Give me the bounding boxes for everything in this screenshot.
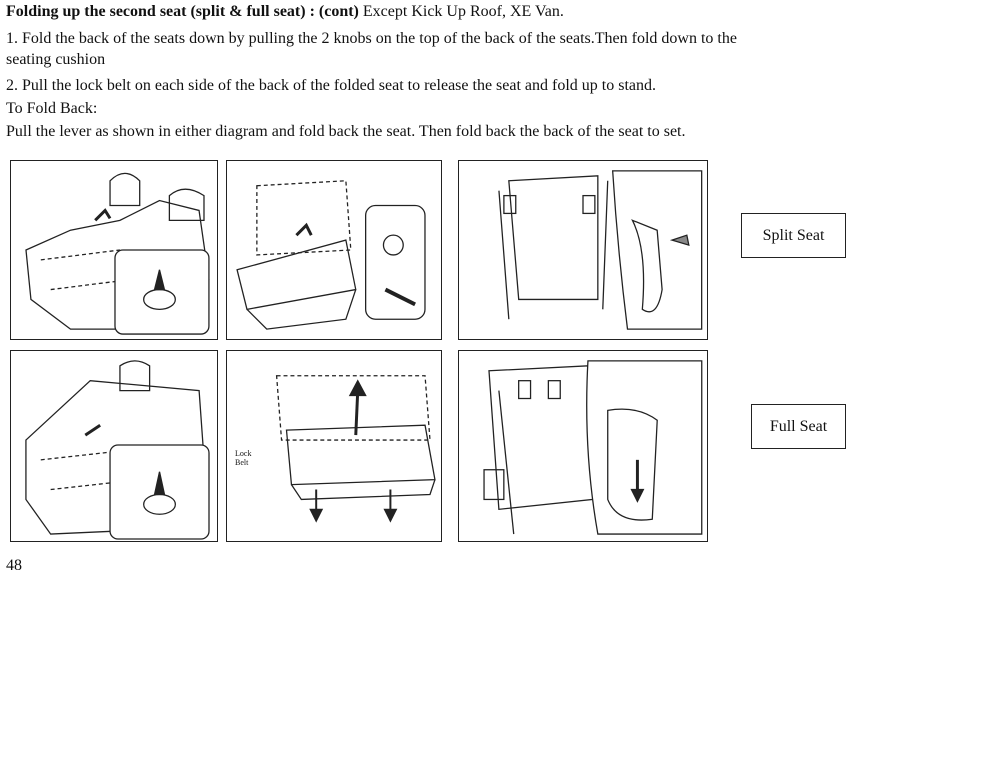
lock-belt-label-line1: Lock bbox=[235, 449, 252, 458]
heading-subtitle: Except Kick Up Roof, XE Van. bbox=[358, 3, 564, 20]
lock-belt-label-line2: Belt bbox=[235, 458, 249, 467]
diagram-split-knob bbox=[10, 160, 218, 340]
step-2: 2. Pull the lock belt on each side of th… bbox=[6, 77, 657, 94]
fold-back-title: To Fold Back: bbox=[6, 100, 98, 117]
fold-back-text: Pull the lever as shown in either diagra… bbox=[6, 123, 686, 140]
diagram-split-lever bbox=[458, 160, 708, 340]
page-number: 48 bbox=[6, 557, 22, 574]
diagram-split-fold bbox=[226, 160, 442, 340]
step-1: 1. Fold the back of the seats down by pu… bbox=[6, 30, 737, 47]
heading-bold: Folding up the second seat (split & full… bbox=[6, 3, 359, 20]
diagram-full-knob bbox=[10, 350, 218, 542]
step-1-cont: seating cushion bbox=[6, 51, 106, 68]
diagram-full-lever bbox=[458, 350, 708, 542]
full-seat-label: Full Seat bbox=[751, 404, 846, 449]
section-heading: Folding up the second seat (split & full… bbox=[6, 1, 564, 22]
split-seat-label: Split Seat bbox=[741, 213, 846, 258]
